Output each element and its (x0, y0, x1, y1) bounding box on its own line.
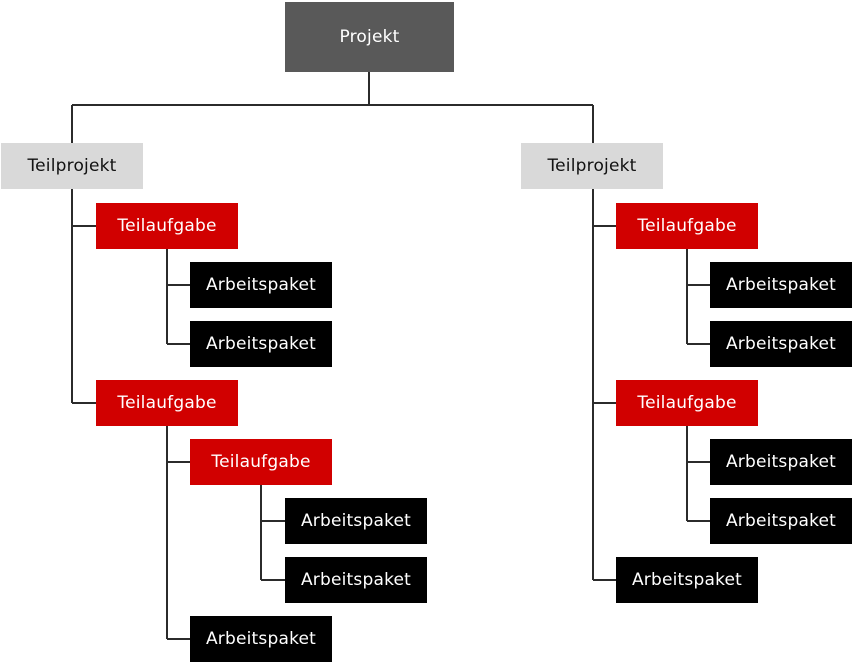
left-subtask-node: Teilaufgabe (190, 439, 332, 485)
left-task1-package-1: Arbeitspaket (190, 262, 332, 308)
right-task2-package-2: Arbeitspaket (710, 498, 852, 544)
left-subtask-package-2: Arbeitspaket (285, 557, 427, 603)
left-task1-node: Teilaufgabe (96, 203, 238, 249)
connector-left-sub (71, 189, 96, 404)
right-task1-package-2: Arbeitspaket (710, 321, 852, 367)
connector-right-task1 (686, 249, 710, 345)
connector-left-task2 (166, 426, 190, 640)
right-task2-node: Teilaufgabe (616, 380, 758, 426)
left-task2-package: Arbeitspaket (190, 616, 332, 662)
connector-left-task1 (166, 249, 190, 345)
left-task2-node: Teilaufgabe (96, 380, 238, 426)
connector-right-task2 (686, 426, 710, 522)
right-package-node: Arbeitspaket (616, 557, 758, 603)
connector-right-sub (592, 189, 616, 581)
right-task1-node: Teilaufgabe (616, 203, 758, 249)
right-subproject-node: Teilprojekt (521, 143, 663, 189)
connector-root (71, 72, 594, 143)
connector-left-subtask (260, 485, 285, 581)
left-task1-package-2: Arbeitspaket (190, 321, 332, 367)
root-node-projekt: Projekt (285, 2, 454, 72)
left-subproject-node: Teilprojekt (1, 143, 143, 189)
right-task2-package-1: Arbeitspaket (710, 439, 852, 485)
right-task1-package-1: Arbeitspaket (710, 262, 852, 308)
left-subtask-package-1: Arbeitspaket (285, 498, 427, 544)
